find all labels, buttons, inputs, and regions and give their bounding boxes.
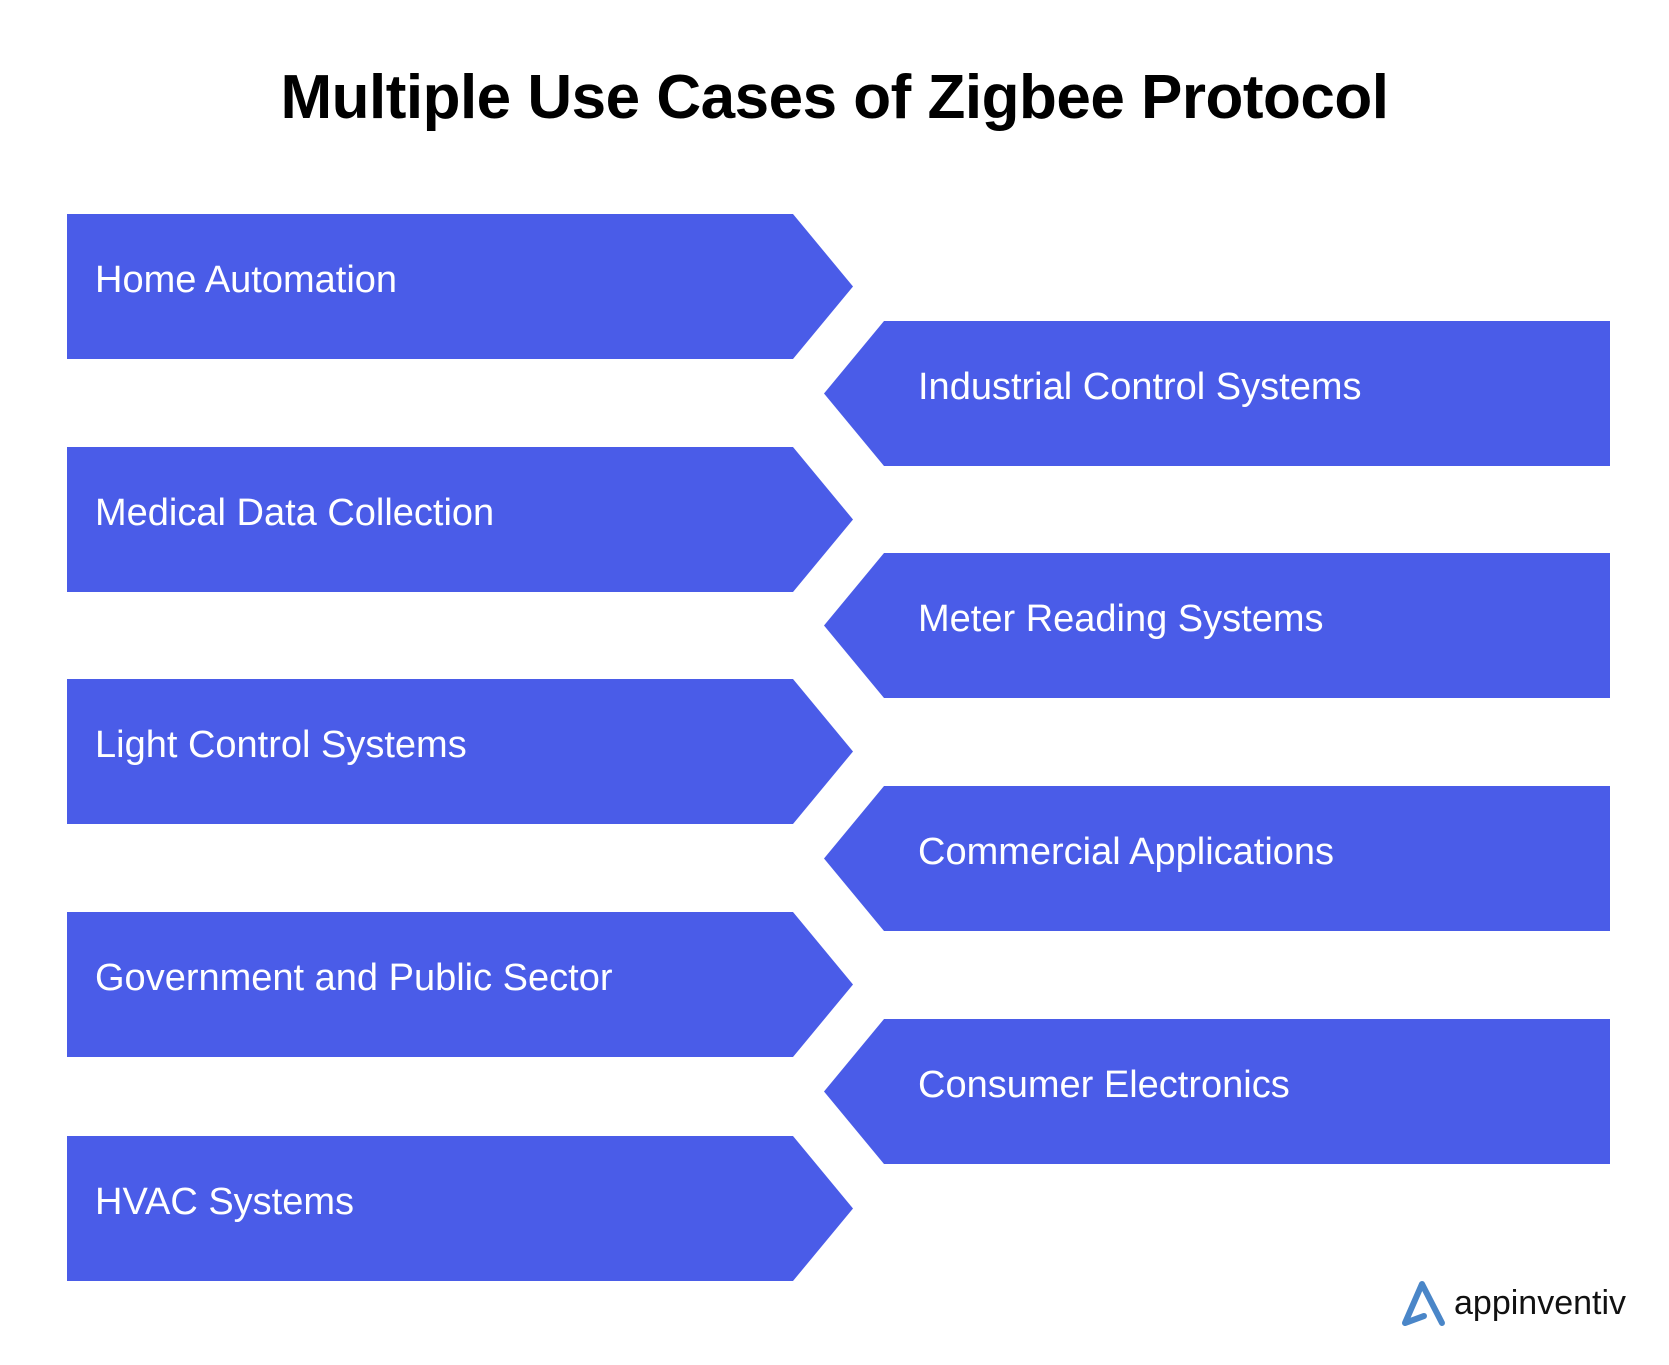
use-case-label: Home Automation xyxy=(95,259,398,301)
use-case-label: HVAC Systems xyxy=(95,1181,355,1223)
use-case-label: Meter Reading Systems xyxy=(918,598,1324,640)
use-case-home-automation: Home Automation xyxy=(67,214,853,359)
use-case-industrial-control: Industrial Control Systems xyxy=(824,321,1610,466)
logo-text: appinventiv xyxy=(1454,1283,1627,1322)
page-title: Multiple Use Cases of Zigbee Protocol xyxy=(280,63,1389,132)
use-case-commercial: Commercial Applications xyxy=(824,786,1610,931)
use-case-government: Government and Public Sector xyxy=(67,912,853,1057)
use-case-label: Commercial Applications xyxy=(918,831,1335,873)
logo-mark-icon xyxy=(1402,1281,1445,1326)
use-case-label: Medical Data Collection xyxy=(95,492,495,534)
use-case-label: Light Control Systems xyxy=(95,724,467,766)
use-case-consumer-electronics: Consumer Electronics xyxy=(824,1019,1610,1164)
use-case-hvac: HVAC Systems xyxy=(67,1136,853,1281)
use-case-label: Industrial Control Systems xyxy=(918,366,1362,408)
use-case-meter-reading: Meter Reading Systems xyxy=(824,553,1610,698)
use-case-light-control: Light Control Systems xyxy=(67,679,853,824)
appinventiv-logo: appinventiv xyxy=(1400,1278,1626,1328)
use-case-label: Consumer Electronics xyxy=(918,1064,1290,1106)
use-case-label: Government and Public Sector xyxy=(95,957,613,999)
use-case-medical-data: Medical Data Collection xyxy=(67,447,853,592)
